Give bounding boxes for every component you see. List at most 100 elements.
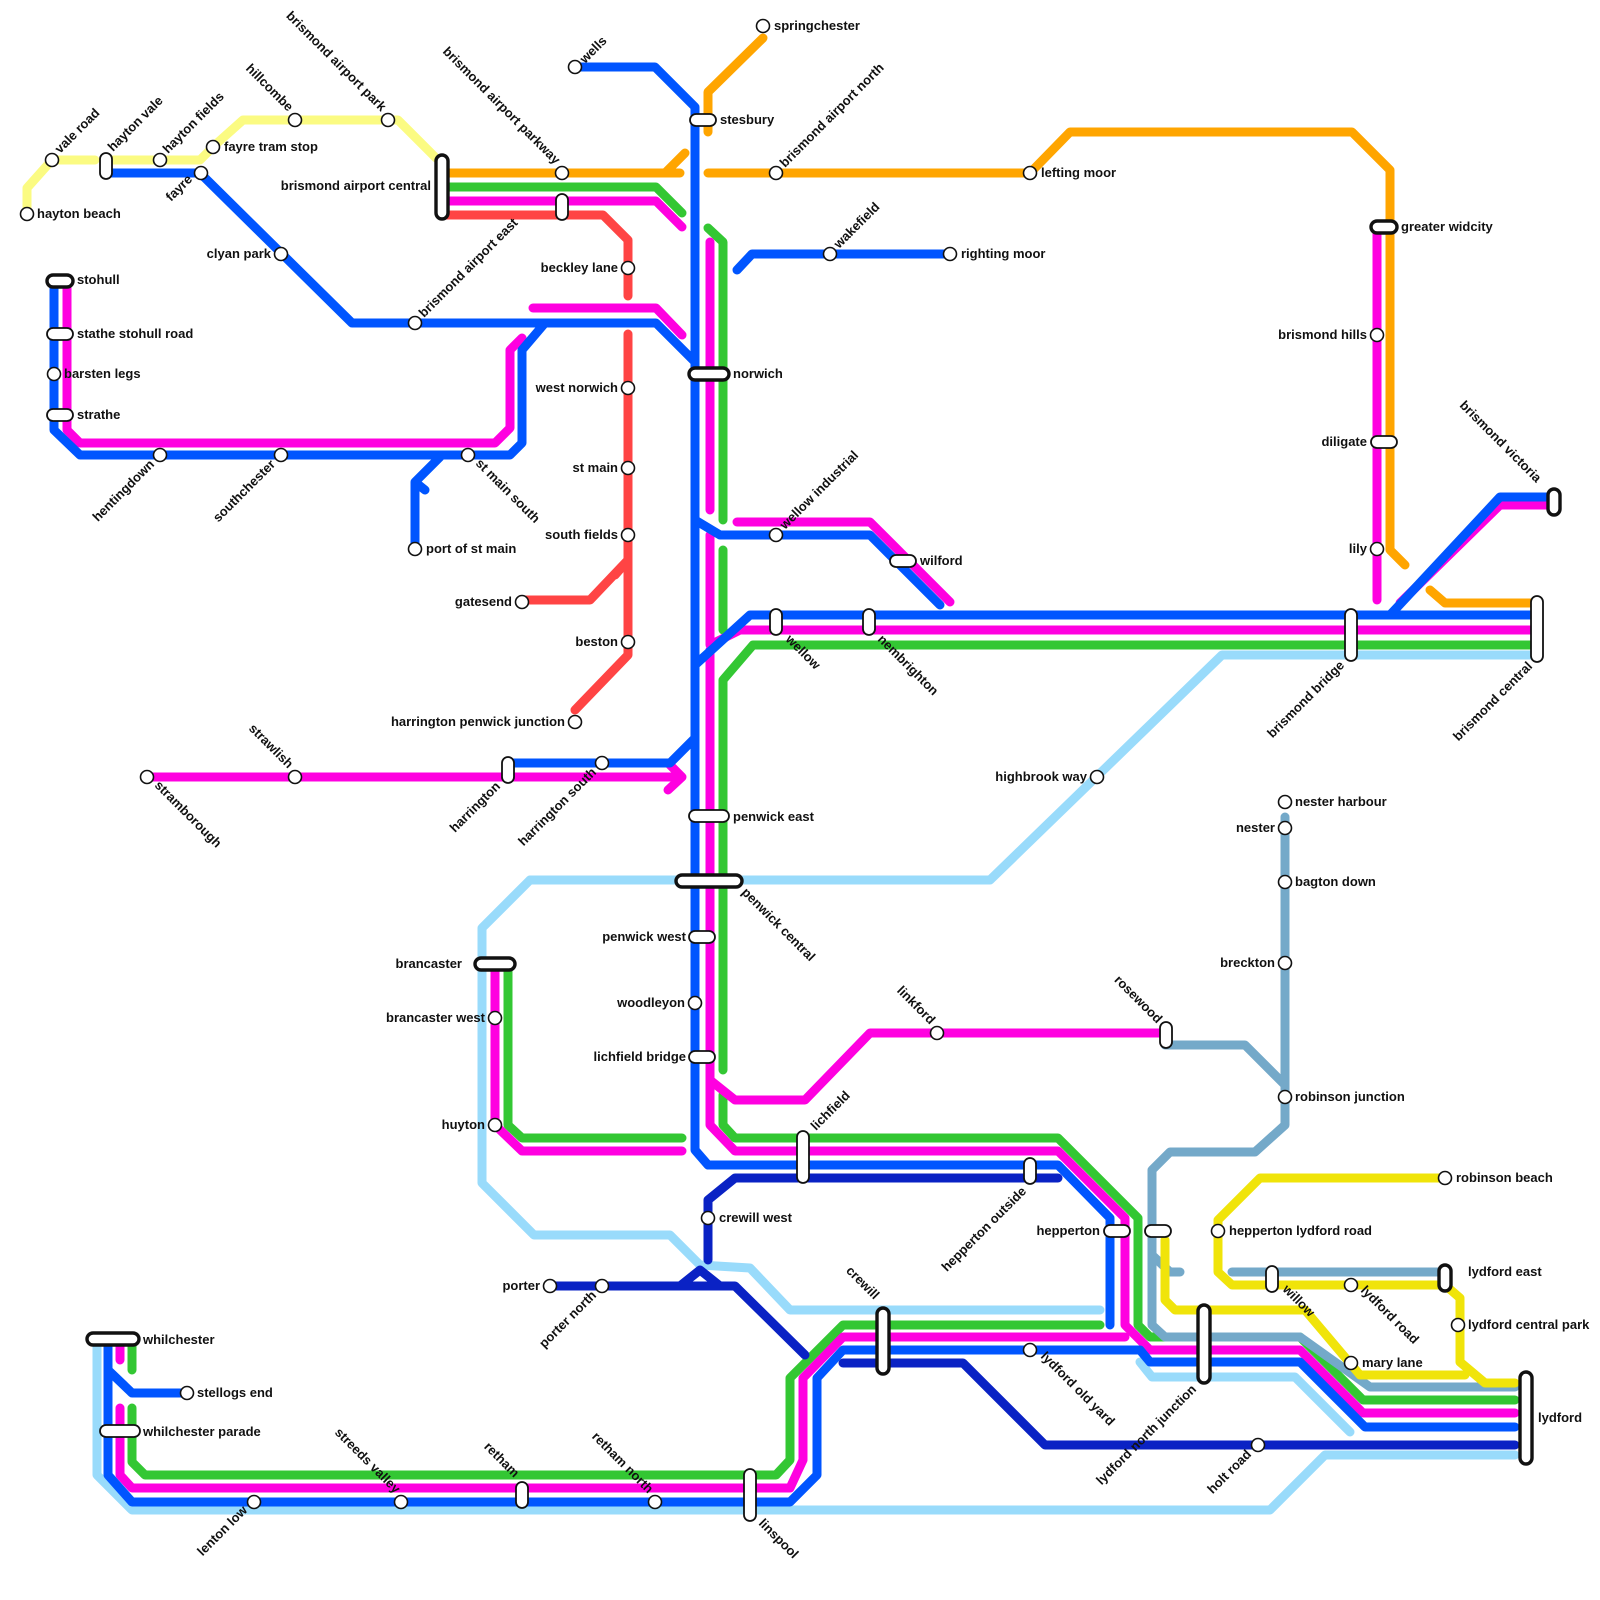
station-marker[interactable] <box>46 154 59 167</box>
station-label-wakefield[interactable]: wakefield <box>830 199 883 252</box>
station-label-stellogs-end[interactable]: stellogs end <box>197 1385 273 1400</box>
station-label-lydford[interactable]: lydford <box>1538 1410 1582 1425</box>
station-label-springchester[interactable]: springchester <box>774 18 860 33</box>
station-marker[interactable] <box>1345 1357 1358 1370</box>
station-label-lefting-moor[interactable]: lefting moor <box>1041 165 1116 180</box>
station-label-righting-moor[interactable]: righting moor <box>961 246 1046 261</box>
station-label-whilchester-parade[interactable]: whilchester parade <box>142 1424 261 1439</box>
station-label-brancaster[interactable]: brancaster <box>396 956 462 971</box>
station-label-brismond-victoria[interactable]: brismond victoria <box>1457 398 1545 486</box>
station-label-beston[interactable]: beston <box>575 634 618 649</box>
station-label-hayton-beach[interactable]: hayton beach <box>37 206 121 221</box>
station-label-vale-road[interactable]: vale road <box>52 105 103 156</box>
station-marker[interactable] <box>622 636 635 649</box>
station-label-brismond-airport-parkway[interactable]: brismond airport parkway <box>440 44 564 168</box>
interchange-marker[interactable] <box>797 1131 809 1183</box>
station-label-woodleyon[interactable]: woodleyon <box>616 995 685 1010</box>
station-label-stohull[interactable]: stohull <box>77 272 120 287</box>
station-marker[interactable] <box>931 1027 944 1040</box>
station-label-hepperton-lydford-road[interactable]: hepperton lydford road <box>1229 1223 1372 1238</box>
station-label-norwich[interactable]: norwich <box>733 366 783 381</box>
interchange-marker[interactable] <box>1266 1266 1278 1292</box>
station-marker[interactable] <box>1091 771 1104 784</box>
station-label-bagton-down[interactable]: bagton down <box>1295 874 1376 889</box>
station-marker[interactable] <box>622 529 635 542</box>
station-label-harrington[interactable]: harrington <box>447 778 504 835</box>
station-marker[interactable] <box>689 997 702 1010</box>
station-label-rosewood[interactable]: rosewood <box>1111 972 1165 1026</box>
station-label-huyton[interactable]: huyton <box>442 1117 485 1132</box>
station-marker[interactable] <box>702 1212 715 1225</box>
station-marker[interactable] <box>516 596 529 609</box>
station-marker[interactable] <box>409 543 422 556</box>
station-label-linkford[interactable]: linkford <box>894 983 938 1027</box>
station-marker[interactable] <box>395 1496 408 1509</box>
station-label-brismond-bridge[interactable]: brismond bridge <box>1264 658 1347 741</box>
interchange-marker[interactable] <box>87 1333 139 1345</box>
station-marker[interactable] <box>1024 1344 1037 1357</box>
interchange-marker[interactable] <box>1345 609 1357 661</box>
station-marker[interactable] <box>1345 1279 1358 1292</box>
station-marker[interactable] <box>248 1496 261 1509</box>
interchange-marker[interactable] <box>690 114 716 126</box>
station-marker[interactable] <box>195 167 208 180</box>
station-label-clyan-park[interactable]: clyan park <box>207 246 272 261</box>
interchange-marker[interactable] <box>1145 1225 1171 1237</box>
station-marker[interactable] <box>1279 796 1292 809</box>
station-marker[interactable] <box>1279 876 1292 889</box>
station-marker[interactable] <box>824 248 837 261</box>
station-label-harrington-penwick-junction[interactable]: harrington penwick junction <box>391 714 565 729</box>
station-marker[interactable] <box>569 61 582 74</box>
station-marker[interactable] <box>622 382 635 395</box>
station-label-lydford-north-junction[interactable]: lydford north junction <box>1093 1381 1199 1487</box>
station-marker[interactable] <box>1439 1172 1452 1185</box>
interchange-marker[interactable] <box>516 1482 528 1508</box>
interchange-marker[interactable] <box>1520 1372 1532 1464</box>
interchange-marker[interactable] <box>1371 436 1397 448</box>
station-label-nester[interactable]: nester <box>1236 820 1275 835</box>
station-label-brismond-airport-central[interactable]: brismond airport central <box>281 178 431 193</box>
station-label-linspool[interactable]: linspool <box>756 1516 802 1562</box>
station-label-crewill-west[interactable]: crewill west <box>719 1210 793 1225</box>
station-marker[interactable] <box>489 1119 502 1132</box>
station-marker[interactable] <box>409 317 422 330</box>
interchange-marker[interactable] <box>890 555 916 567</box>
station-marker[interactable] <box>289 114 302 127</box>
station-marker[interactable] <box>141 771 154 784</box>
station-label-greater-widcity[interactable]: greater widcity <box>1401 219 1494 234</box>
station-marker[interactable] <box>1024 167 1037 180</box>
station-label-south-fields[interactable]: south fields <box>545 527 618 542</box>
station-marker[interactable] <box>275 248 288 261</box>
station-label-highbrook-way[interactable]: highbrook way <box>995 769 1088 784</box>
interchange-marker[interactable] <box>1439 1265 1451 1291</box>
station-label-holt-road[interactable]: holt road <box>1204 1446 1254 1496</box>
station-marker[interactable] <box>596 1280 609 1293</box>
station-marker[interactable] <box>622 262 635 275</box>
station-label-stathe-stohull-road[interactable]: stathe stohull road <box>77 326 193 341</box>
station-label-hepperton-outside[interactable]: hepperton outside <box>938 1184 1029 1275</box>
interchange-marker[interactable] <box>556 194 568 220</box>
station-label-nester-harbour[interactable]: nester harbour <box>1295 794 1387 809</box>
interchange-marker[interactable] <box>1024 1158 1036 1184</box>
interchange-marker[interactable] <box>689 810 729 822</box>
interchange-marker[interactable] <box>1198 1305 1210 1383</box>
station-label-hentingdown[interactable]: hentingdown <box>89 456 157 524</box>
station-marker[interactable] <box>1371 543 1384 556</box>
station-marker[interactable] <box>181 1387 194 1400</box>
interchange-marker[interactable] <box>770 609 782 635</box>
interchange-marker[interactable] <box>744 1469 756 1521</box>
station-marker[interactable] <box>770 167 783 180</box>
station-label-west-norwich[interactable]: west norwich <box>535 380 618 395</box>
station-marker[interactable] <box>622 462 635 475</box>
interchange-marker[interactable] <box>100 153 112 179</box>
station-marker[interactable] <box>1279 1091 1292 1104</box>
station-label-porter[interactable]: porter <box>502 1278 540 1293</box>
station-label-brancaster-west[interactable]: brancaster west <box>386 1010 486 1025</box>
station-label-stramborough[interactable]: stramborough <box>152 778 225 851</box>
station-label-strathe[interactable]: strathe <box>77 407 120 422</box>
station-label-st-main[interactable]: st main <box>572 460 618 475</box>
interchange-marker[interactable] <box>1371 221 1397 233</box>
station-label-penwick-east[interactable]: penwick east <box>733 809 815 824</box>
station-label-brismond-central[interactable]: brismond central <box>1450 659 1535 744</box>
station-label-gatesend[interactable]: gatesend <box>455 594 512 609</box>
